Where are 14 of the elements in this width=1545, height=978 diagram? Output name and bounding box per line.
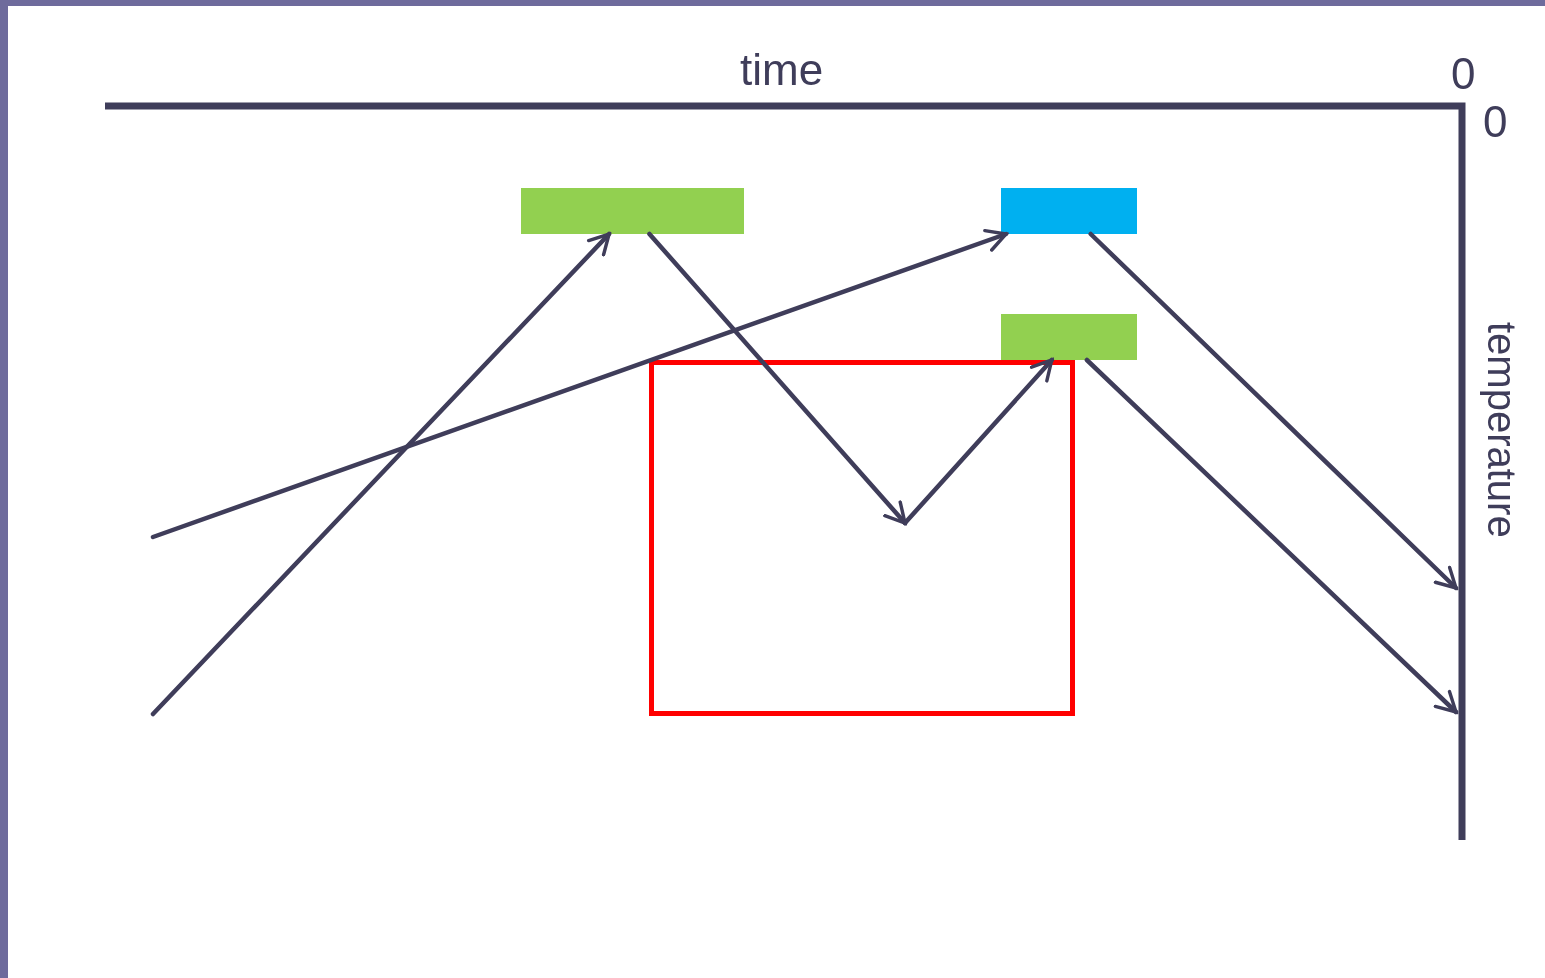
- process-bar: [1001, 188, 1137, 234]
- arrow: [647, 231, 908, 526]
- arrow: [150, 231, 612, 717]
- process-bar: [521, 188, 744, 234]
- tick-label: 0: [1451, 52, 1476, 96]
- process-bar: [1001, 314, 1137, 360]
- region-rectangle: [649, 360, 1075, 716]
- arrow: [150, 228, 1009, 540]
- arrow: [1088, 231, 1459, 591]
- arrow: [1084, 357, 1459, 715]
- arrow: [902, 357, 1055, 526]
- tick-label: 0: [1483, 100, 1508, 144]
- axis-label: temperature: [1482, 322, 1522, 538]
- axis-label: time: [740, 48, 824, 92]
